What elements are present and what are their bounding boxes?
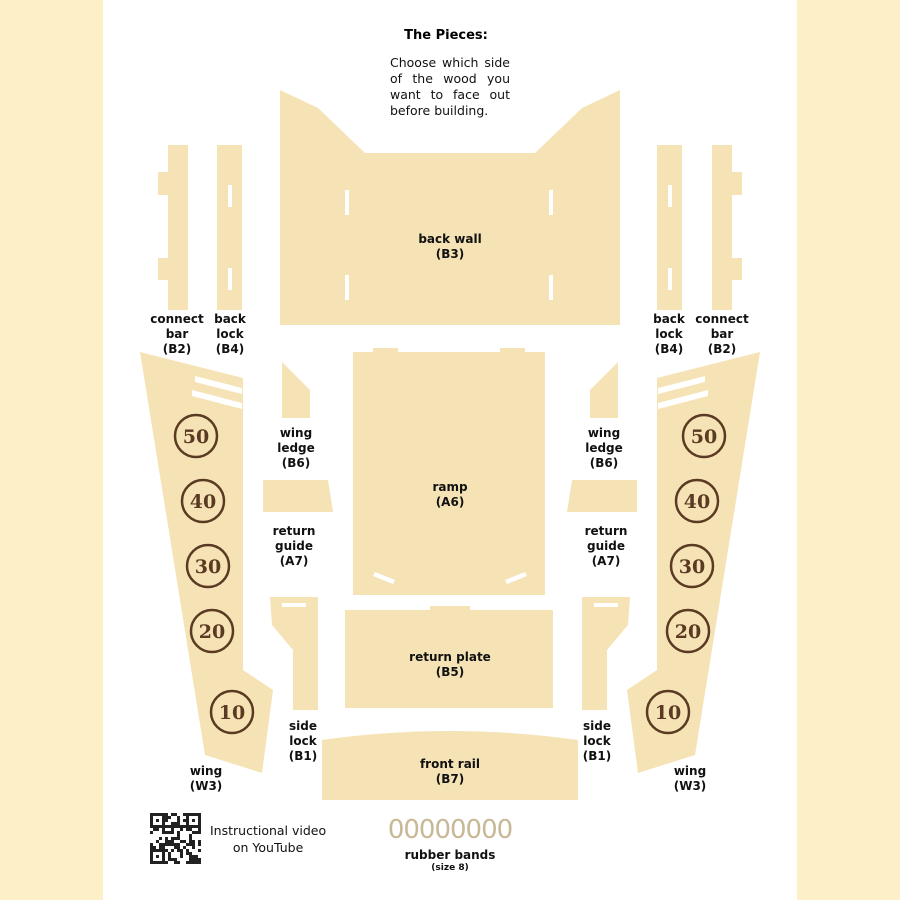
video-line-1: Instructional video (210, 823, 327, 838)
svg-text:20: 20 (199, 621, 225, 643)
wing-ledge-right (590, 362, 618, 418)
svg-text:30: 30 (195, 556, 221, 578)
label-ramp: ramp(A6) (432, 480, 468, 509)
svg-text:10: 10 (655, 702, 681, 724)
return-guide-left (263, 480, 333, 512)
connect-bar-left (158, 145, 188, 310)
label-wing: wing(W3) (189, 764, 223, 793)
svg-text:40: 40 (190, 491, 216, 513)
video-line-2: on YouTube (232, 840, 304, 855)
score-30: 30 (185, 543, 231, 589)
connect-bar-right (712, 145, 742, 310)
score-50: 50 (681, 413, 727, 459)
label-return-plate: return plate(B5) (409, 650, 491, 679)
front-rail-piece (322, 731, 578, 800)
rubber-bands-label: rubber bands(size 8) (404, 848, 496, 873)
rubber-bands-glyphs: 00000000 (387, 815, 513, 845)
intro-text: Choose which side of the wood you want t… (390, 55, 510, 118)
score-30: 30 (669, 543, 715, 589)
svg-text:50: 50 (691, 426, 717, 448)
return-guide-right (567, 480, 637, 512)
label-front-rail: front rail(B7) (419, 757, 481, 786)
back-lock-left (217, 145, 242, 310)
back-lock-right (657, 145, 682, 310)
svg-text:20: 20 (675, 621, 701, 643)
wing-ledge-left (282, 362, 310, 418)
score-10: 10 (645, 689, 691, 735)
wing-left (140, 352, 273, 773)
ramp-piece (353, 348, 545, 595)
score-40: 40 (674, 478, 720, 524)
svg-text:40: 40 (684, 491, 710, 513)
side-lock-right (582, 597, 630, 710)
svg-text:30: 30 (679, 556, 705, 578)
score-10: 10 (209, 689, 255, 735)
return-plate-piece (345, 606, 553, 708)
score-40: 40 (180, 478, 226, 524)
back-wall-piece (280, 90, 620, 325)
page-title: The Pieces: (404, 28, 488, 43)
svg-text:50: 50 (183, 426, 209, 448)
score-50: 50 (173, 413, 219, 459)
score-20: 20 (665, 608, 711, 654)
wing-right (627, 352, 760, 773)
label-back-wall: back wall(B3) (418, 232, 482, 261)
video-caption: Instructional video on YouTube (210, 822, 326, 856)
side-lock-left (270, 597, 318, 710)
label-wing: wing(W3) (673, 764, 707, 793)
svg-text:10: 10 (219, 702, 245, 724)
score-20: 20 (189, 608, 235, 654)
